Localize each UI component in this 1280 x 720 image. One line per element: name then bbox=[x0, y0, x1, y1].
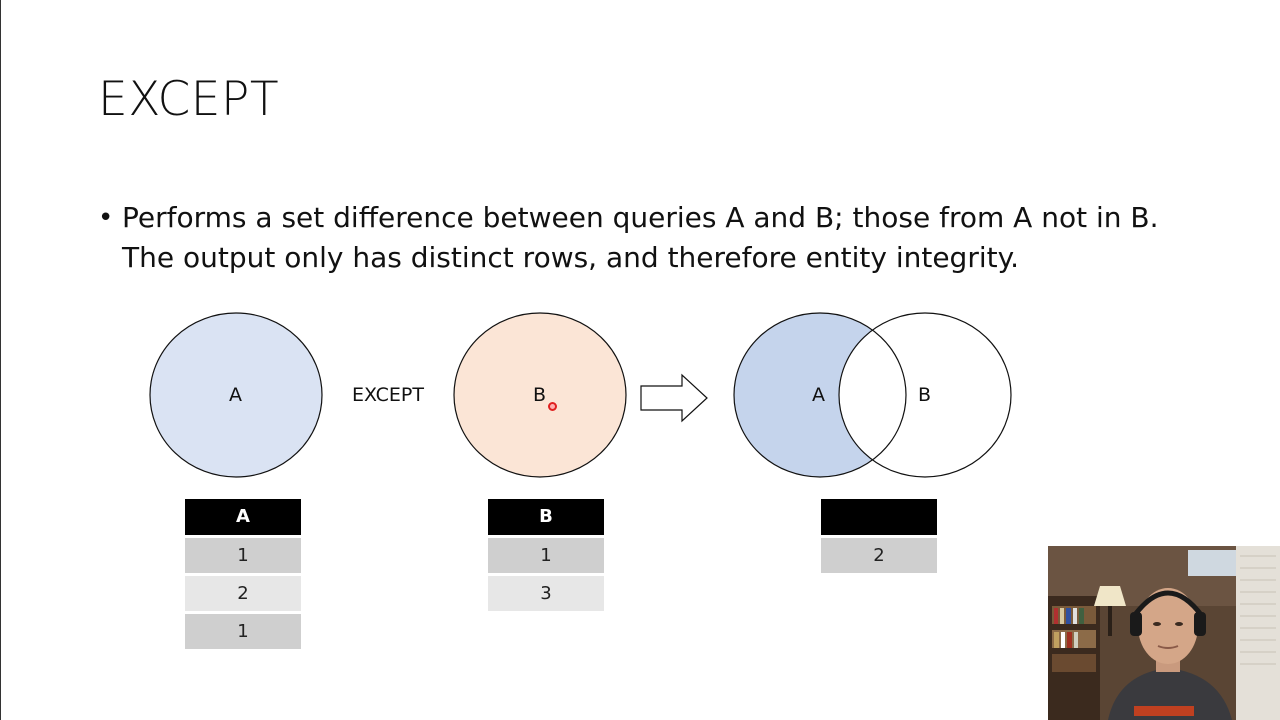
slide-title: EXCEPT bbox=[98, 72, 280, 127]
bullet-text: Performs a set difference between querie… bbox=[122, 201, 1159, 274]
set-a-label: A bbox=[229, 384, 242, 406]
table-result-header bbox=[821, 499, 937, 535]
laser-pointer-icon bbox=[548, 402, 557, 411]
set-a-circle bbox=[149, 312, 323, 478]
table-row: 2 bbox=[185, 576, 301, 611]
set-b-label: B bbox=[533, 384, 547, 406]
result-a-outline bbox=[733, 312, 907, 478]
result-b-label: B bbox=[918, 384, 932, 406]
result-b-circle bbox=[838, 312, 1012, 478]
table-row: 2 bbox=[821, 538, 937, 573]
result-a-label: A bbox=[812, 384, 825, 406]
set-b-circle bbox=[453, 312, 627, 478]
webcam-scene bbox=[1048, 546, 1280, 720]
right-arrow-icon bbox=[640, 373, 708, 423]
presenter-webcam-icon bbox=[1048, 546, 1280, 720]
table-a: A 1 2 1 bbox=[185, 499, 301, 652]
table-b-header: B bbox=[488, 499, 604, 535]
table-a-header: A bbox=[185, 499, 301, 535]
table-result: 2 bbox=[821, 499, 937, 576]
table-b: B 1 3 bbox=[488, 499, 604, 614]
table-row: 3 bbox=[488, 576, 604, 611]
operator-label: EXCEPT bbox=[352, 384, 424, 406]
table-row: 1 bbox=[488, 538, 604, 573]
bullet-marker: • bbox=[98, 203, 114, 233]
table-row: 1 bbox=[185, 614, 301, 649]
table-row: 1 bbox=[185, 538, 301, 573]
slide-left-border bbox=[0, 0, 1, 720]
result-intersection bbox=[839, 313, 906, 477]
